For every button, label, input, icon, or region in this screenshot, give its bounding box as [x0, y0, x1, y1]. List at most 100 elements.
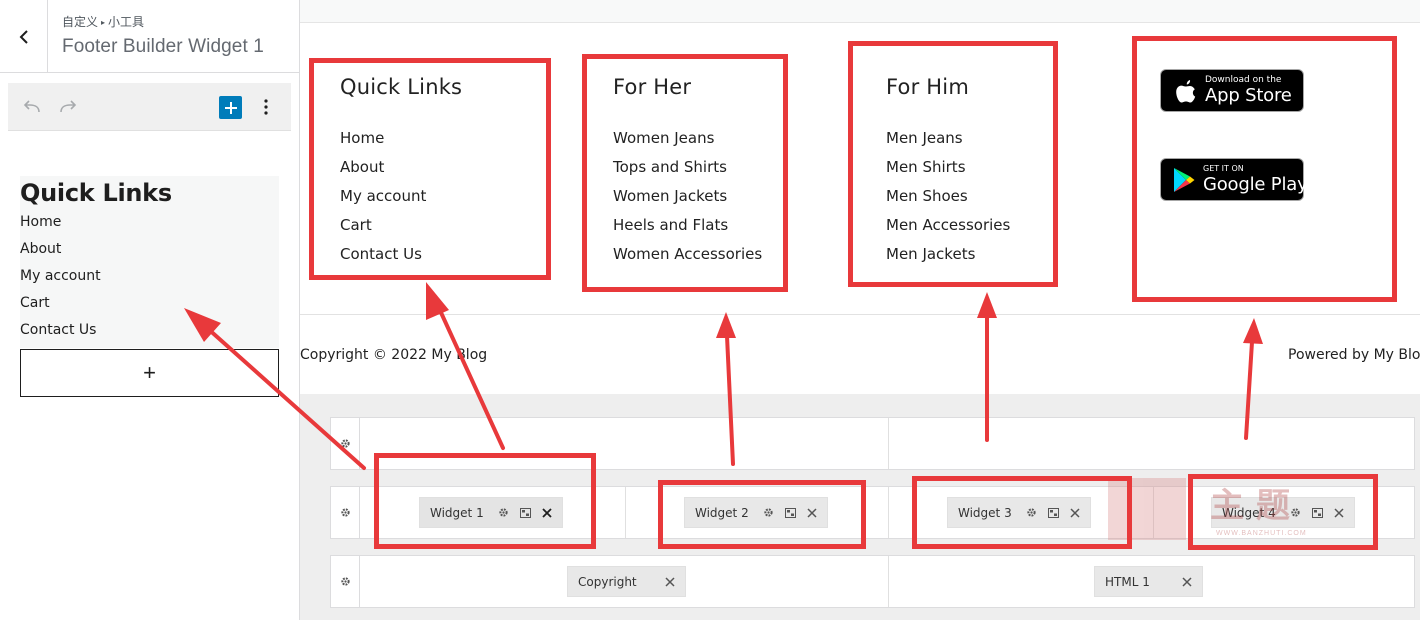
gear-icon[interactable]: [763, 507, 774, 518]
column-divider: [888, 487, 889, 538]
app-store-badge[interactable]: Download on the App Store: [1160, 69, 1304, 112]
badge-store-name: Google Play: [1203, 174, 1308, 195]
footer-link-text[interactable]: Contact Us: [340, 245, 422, 263]
more-options-button[interactable]: [254, 95, 278, 119]
widget-chip-widget-1[interactable]: Widget 1: [419, 497, 563, 528]
google-play-logo-icon: [1174, 168, 1195, 192]
move-icon[interactable]: [784, 507, 796, 518]
footer-link[interactable]: Women Jeans: [613, 128, 762, 157]
more-vertical-icon: [264, 99, 268, 115]
footer-link-text[interactable]: Heels and Flats: [613, 216, 729, 234]
close-icon[interactable]: [542, 507, 552, 518]
row-settings-button[interactable]: [331, 418, 360, 469]
footer-link-text[interactable]: About: [340, 158, 385, 176]
badge-caption: Download on the: [1205, 75, 1282, 85]
column-divider: [625, 487, 626, 538]
add-widget-block-button[interactable]: +: [20, 349, 279, 397]
footer-link[interactable]: Heels and Flats: [613, 215, 762, 244]
footer-column-for-him: For Him Men Jeans Men Shirts Men Shoes M…: [886, 75, 1010, 273]
move-icon[interactable]: [1311, 507, 1323, 518]
close-icon[interactable]: [807, 507, 817, 518]
gear-icon[interactable]: [1026, 507, 1037, 518]
redo-button[interactable]: [56, 95, 80, 119]
footer-column-for-her: For Her Women Jeans Tops and Shirts Wome…: [613, 75, 762, 273]
footer-link-list: Men Jeans Men Shirts Men Shoes Men Acces…: [886, 128, 1010, 273]
google-play-badge[interactable]: GET IT ON Google Play: [1160, 158, 1308, 201]
close-icon[interactable]: [1334, 507, 1344, 518]
plus-icon: [224, 101, 237, 114]
move-icon[interactable]: [1047, 507, 1059, 518]
builder-row-main[interactable]: Widget 1 Widget 2 Widget 3 Widget 4: [330, 486, 1415, 539]
footer-link[interactable]: Men Shoes: [886, 186, 1010, 215]
breadcrumb-item: 小工具: [108, 15, 145, 29]
widget-link[interactable]: Cart: [20, 295, 50, 311]
widget-chip-label: Widget 1: [430, 505, 484, 520]
footer-column-quick-links: Quick Links Home About My account Cart C…: [340, 75, 462, 273]
footer-link[interactable]: Men Jackets: [886, 244, 1010, 273]
sidebar-header: 自定义▸小工具 Footer Builder Widget 1: [0, 0, 299, 73]
customizer-sidebar: 自定义▸小工具 Footer Builder Widget 1 Quick Li…: [0, 0, 300, 620]
widget-editor-preview[interactable]: Quick Links Home About My account Cart C…: [20, 176, 279, 348]
footer-link-text[interactable]: Tops and Shirts: [613, 158, 727, 176]
widget-heading[interactable]: Quick Links: [20, 179, 172, 207]
undo-button[interactable]: [20, 95, 44, 119]
widget-chip-widget-4[interactable]: Widget 4: [1211, 497, 1355, 528]
builder-row-top[interactable]: [330, 417, 1415, 470]
widget-chip-widget-2[interactable]: Widget 2: [684, 497, 828, 528]
footer-link-text[interactable]: Home: [340, 129, 385, 147]
footer-link-text[interactable]: Men Shoes: [886, 187, 968, 205]
footer-link-text[interactable]: Women Accessories: [613, 245, 763, 263]
column-divider: [888, 418, 889, 469]
builder-row-bottom[interactable]: Copyright HTML 1: [330, 555, 1415, 608]
breadcrumb: 自定义▸小工具: [62, 13, 144, 30]
footer-column-title: For Him: [886, 75, 969, 99]
widget-chip-widget-3[interactable]: Widget 3: [947, 497, 1091, 528]
gear-icon[interactable]: [1290, 507, 1301, 518]
row-settings-button[interactable]: [331, 487, 360, 538]
footer-link[interactable]: About: [340, 157, 462, 186]
footer-link-text[interactable]: Women Jackets: [613, 187, 728, 205]
add-block-button[interactable]: [219, 96, 242, 119]
close-icon[interactable]: [1070, 507, 1080, 518]
widget-chip-html-1[interactable]: HTML 1: [1094, 566, 1203, 597]
footer-link-text[interactable]: Men Accessories: [886, 216, 1011, 234]
preview-top-strip: [300, 0, 1420, 23]
widget-link[interactable]: Home: [20, 214, 62, 230]
footer-link[interactable]: Women Accessories: [613, 244, 762, 273]
footer-link[interactable]: Contact Us: [340, 244, 462, 273]
close-icon[interactable]: [1182, 576, 1192, 587]
footer-link[interactable]: Men Accessories: [886, 215, 1010, 244]
footer-link[interactable]: Women Jackets: [613, 186, 762, 215]
footer-link[interactable]: Home: [340, 128, 462, 157]
close-icon[interactable]: [665, 576, 675, 587]
apple-logo-icon: [1176, 80, 1196, 103]
widget-chip-copyright[interactable]: Copyright: [567, 566, 686, 597]
footer-link[interactable]: Men Jeans: [886, 128, 1010, 157]
footer-link-text[interactable]: Women Jeans: [613, 129, 715, 147]
footer-link[interactable]: Men Shirts: [886, 157, 1010, 186]
footer-link-text[interactable]: Men Jeans: [886, 129, 963, 147]
widget-link[interactable]: About: [20, 241, 62, 257]
footer-link-text[interactable]: Men Jackets: [886, 245, 976, 263]
footer-link[interactable]: Tops and Shirts: [613, 157, 762, 186]
gear-icon[interactable]: [498, 507, 509, 518]
redo-icon: [60, 100, 77, 113]
widget-link[interactable]: My account: [20, 268, 101, 284]
widget-link[interactable]: Contact Us: [20, 322, 97, 338]
back-button[interactable]: [0, 0, 48, 73]
row-settings-button[interactable]: [331, 556, 360, 607]
gear-icon: [340, 439, 350, 448]
widget-chip-label: HTML 1: [1105, 574, 1150, 589]
badge-store-name: App Store: [1205, 85, 1292, 106]
footer-column-title: Quick Links: [340, 75, 463, 99]
footer-link[interactable]: My account: [340, 186, 462, 215]
footer-link-text[interactable]: Cart: [340, 216, 372, 234]
footer-link-text[interactable]: My account: [340, 187, 427, 205]
widget-chip-label: Widget 3: [958, 505, 1012, 520]
footer-link-text[interactable]: Men Shirts: [886, 158, 966, 176]
footer-link[interactable]: Cart: [340, 215, 462, 244]
block-toolbar: [8, 83, 291, 131]
move-icon[interactable]: [519, 507, 531, 518]
footer-column-title: For Her: [613, 75, 692, 99]
breadcrumb-separator-icon: ▸: [101, 18, 106, 27]
